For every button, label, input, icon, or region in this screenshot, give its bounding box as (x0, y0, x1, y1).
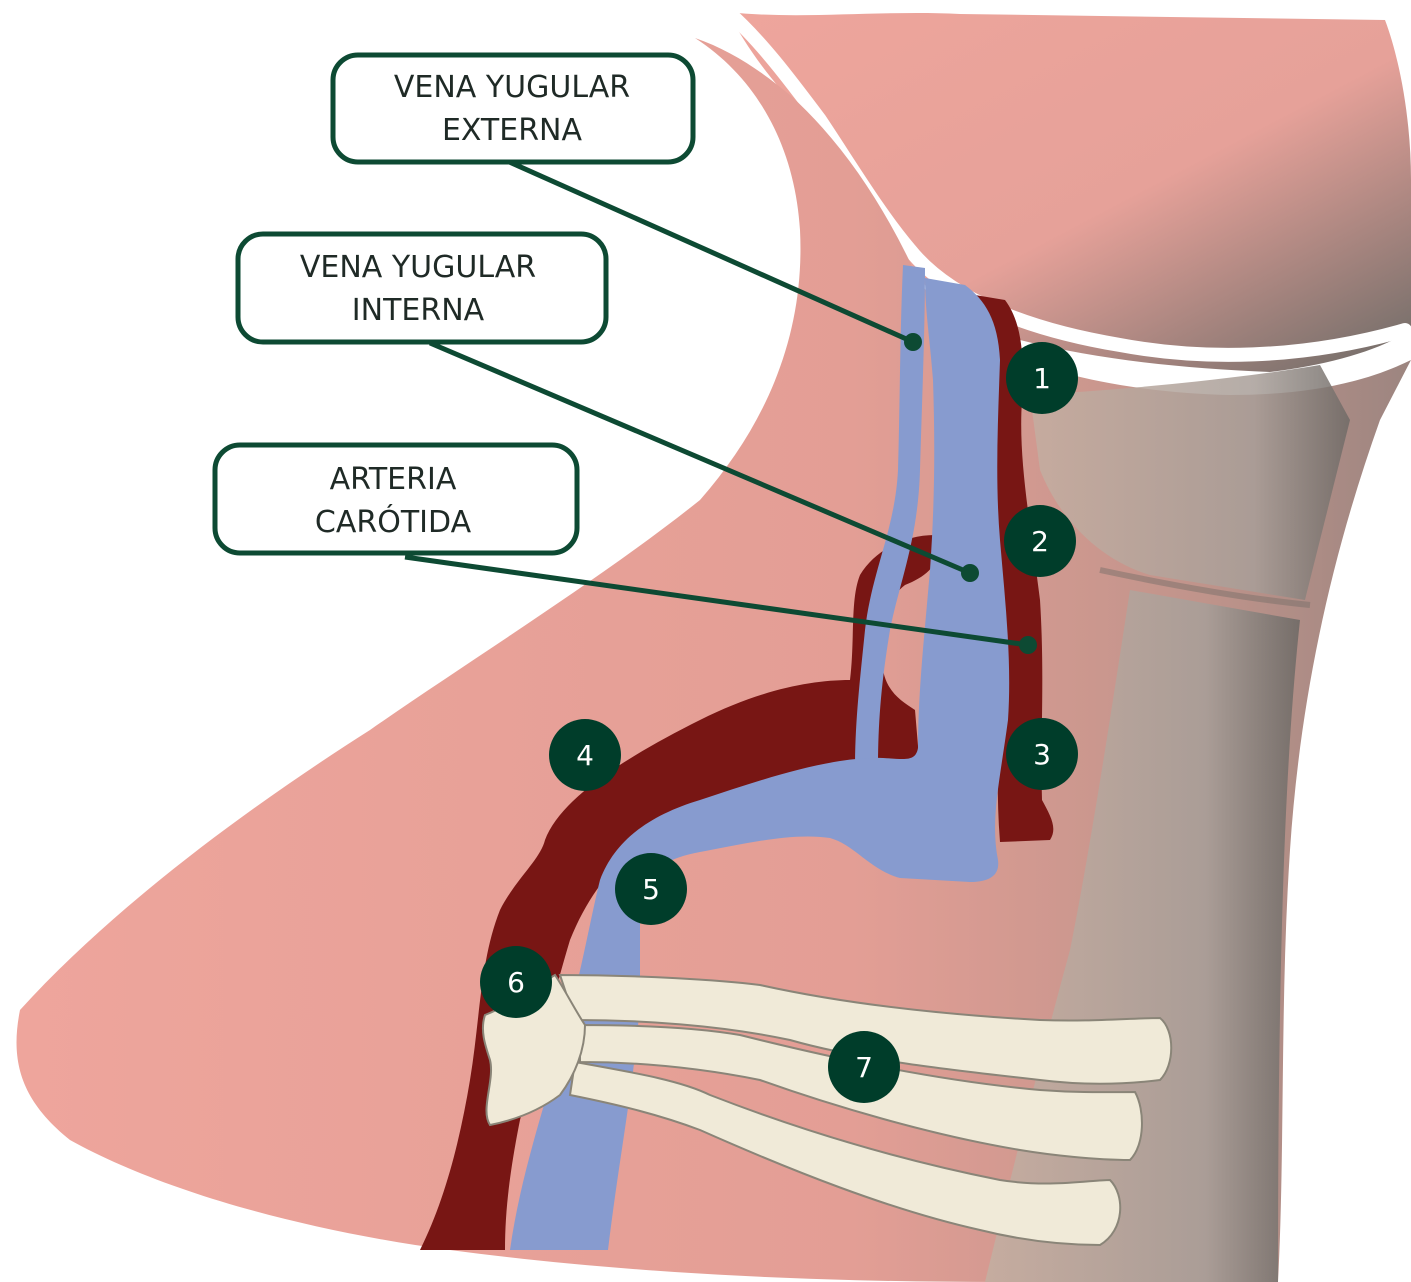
label-carotid-line2: CARÓTIDA (315, 503, 472, 540)
marker-5-label: 5 (642, 873, 660, 906)
label-external-jugular-line1: VENA YUGULAR (394, 70, 630, 105)
pointer-dot-external-jugular (904, 333, 922, 351)
pointer-dot-internal-jugular (961, 564, 979, 582)
marker-2-label: 2 (1031, 525, 1049, 558)
marker-6-label: 6 (507, 966, 525, 999)
marker-7: 7 (828, 1031, 900, 1103)
label-external-jugular: VENA YUGULAR EXTERNA (333, 55, 693, 162)
marker-1: 1 (1006, 342, 1078, 414)
marker-3: 3 (1006, 718, 1078, 790)
marker-4: 4 (549, 719, 621, 791)
label-carotid-line1: ARTERIA (330, 462, 457, 497)
label-internal-jugular-line2: INTERNA (352, 293, 485, 328)
marker-7-label: 7 (855, 1051, 873, 1084)
label-internal-jugular-line1: VENA YUGULAR (300, 250, 536, 285)
marker-1-label: 1 (1033, 362, 1051, 395)
label-carotid: ARTERIA CARÓTIDA (215, 445, 577, 553)
marker-6: 6 (480, 946, 552, 1018)
marker-4-label: 4 (576, 739, 594, 772)
marker-2: 2 (1004, 505, 1076, 577)
marker-3-label: 3 (1033, 738, 1051, 771)
pointer-dot-carotid (1019, 636, 1037, 654)
marker-5: 5 (615, 853, 687, 925)
label-external-jugular-line2: EXTERNA (442, 113, 583, 148)
label-internal-jugular: VENA YUGULAR INTERNA (238, 234, 606, 342)
